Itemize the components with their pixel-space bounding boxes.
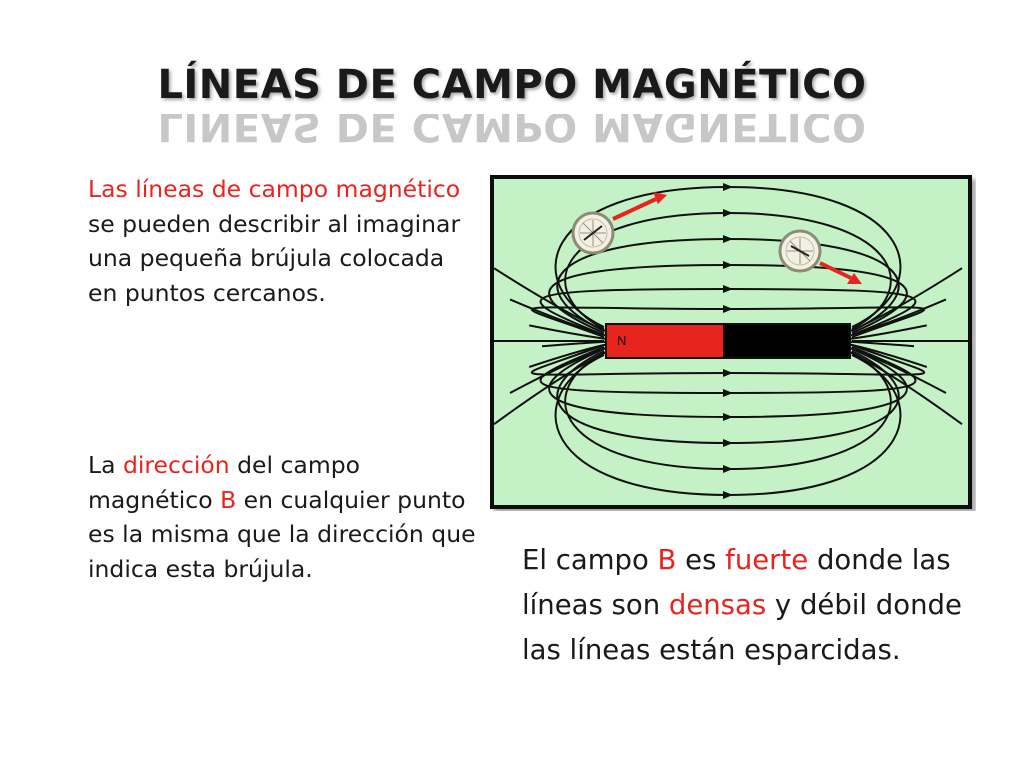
magnet-north-pole	[605, 323, 725, 359]
field-line	[530, 344, 926, 377]
field-line	[849, 267, 963, 333]
field-line	[564, 209, 892, 330]
field-lines-svg: N	[490, 175, 972, 509]
field-line	[509, 298, 607, 337]
field-line	[509, 347, 607, 394]
text-segment: del campo magnético	[88, 451, 361, 514]
field-lines	[494, 183, 970, 499]
text-segment: es	[676, 544, 726, 576]
paragraph-field-direction: La dirección del campo magnético B en cu…	[88, 448, 478, 586]
slide-title: LÍNEAS DE CAMPO MAGNÉTICO	[157, 62, 867, 108]
text-segment: La	[88, 451, 123, 479]
field-line	[494, 351, 607, 426]
field-line	[556, 350, 900, 447]
field-line	[849, 347, 947, 394]
compass-icon	[571, 211, 615, 255]
field-line	[539, 285, 917, 336]
text-direction-term: dirección	[122, 451, 230, 479]
field-line	[556, 235, 900, 332]
text-field-lines-term: Las líneas de campo magnético	[88, 175, 461, 203]
text-segment: El campo	[522, 544, 658, 576]
field-line	[548, 348, 908, 421]
compasses	[571, 192, 862, 284]
text-segment: en cualquier punto es la misma que la di…	[88, 485, 476, 583]
field-line	[530, 305, 926, 338]
field-line	[554, 354, 902, 499]
text-b-symbol: B	[220, 485, 237, 514]
field-line	[528, 343, 607, 368]
field-line	[849, 298, 947, 337]
text-strong-term: fuerte	[725, 544, 809, 576]
compass-icon	[778, 229, 822, 273]
text-b-symbol: B	[657, 544, 677, 576]
text-segment: donde las líneas son	[522, 544, 951, 621]
magnetic-field-diagram: N	[490, 175, 976, 511]
field-line	[564, 352, 892, 473]
field-line	[849, 324, 927, 340]
text-segment: y débil donde las líneas están esparcida…	[522, 589, 962, 666]
paragraph-compass-description: Las líneas de campo magnético se pueden …	[88, 172, 478, 310]
slide-title-reflection: LÍNEAS DE CAMPO MAGNÉTICO	[157, 114, 867, 144]
text-dense-term: densas	[668, 589, 767, 621]
paragraph-field-strength: El campo B es fuerte donde las líneas so…	[522, 538, 992, 673]
magnet-pole-label: N	[617, 333, 626, 348]
field-line	[529, 324, 607, 340]
text-segment: se pueden describir al imaginar una pequ…	[88, 209, 461, 307]
field-line	[849, 343, 928, 368]
bar-magnet: N	[605, 323, 851, 359]
field-line	[494, 267, 607, 333]
field-line	[554, 183, 902, 328]
magnet-south-pole	[723, 323, 851, 359]
compass-direction-arrow	[819, 261, 862, 284]
field-line	[548, 261, 908, 334]
title-area: LÍNEAS DE CAMPO MAGNÉTICO LÍNEAS DE CAMP…	[0, 62, 1024, 144]
field-line	[849, 351, 963, 426]
compass-direction-arrow	[612, 192, 667, 221]
